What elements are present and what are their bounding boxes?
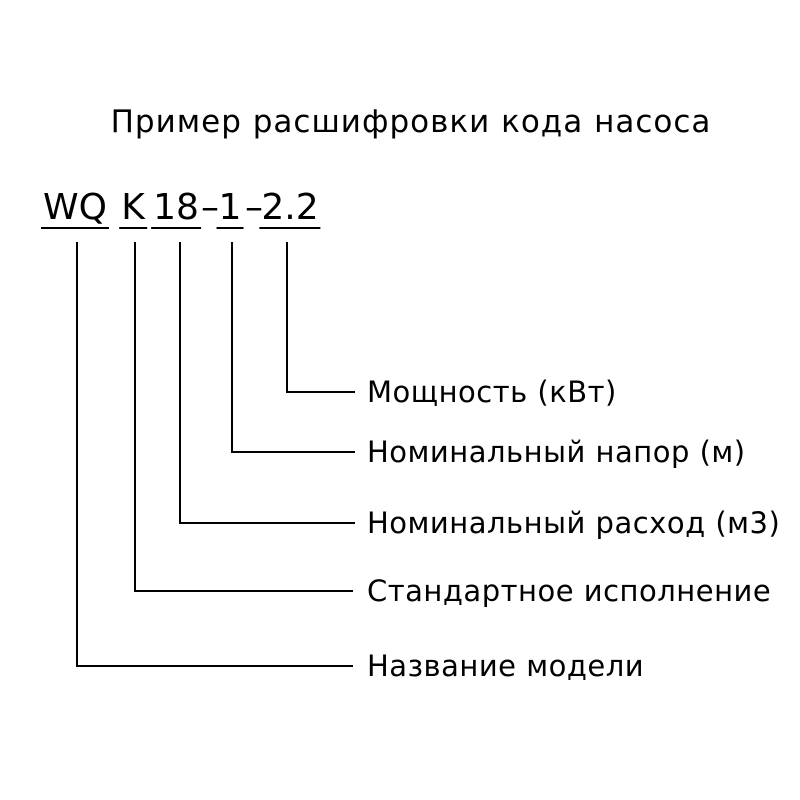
code-segment-power: 2.2	[259, 187, 321, 229]
code-segment-standard-version: K	[119, 187, 147, 229]
connector-model-name-line	[76, 242, 353, 667]
code-segment-model-name: WQ	[41, 187, 109, 229]
connector-nominal-flow-line	[179, 242, 355, 524]
code-segment-nominal-flow: 18	[151, 187, 201, 229]
legend-label-standard-version: Стандартное исполнение	[367, 574, 772, 608]
code-segment-nominal-head: 1	[216, 187, 244, 229]
legend-label-model-name: Название модели	[367, 649, 645, 683]
code-separator-dash: –	[245, 187, 263, 228]
legend-label-nominal-head: Номинальный напор (м)	[367, 435, 746, 469]
legend-label-power: Мощность (кВт)	[367, 375, 617, 409]
code-separator-dash: –	[201, 187, 219, 228]
legend-label-nominal-flow: Номинальный расход (м3)	[367, 506, 781, 540]
diagram-title: Пример расшифровки кода насоса	[110, 104, 712, 140]
connector-power-line	[286, 242, 355, 393]
connector-nominal-head-line	[231, 242, 355, 453]
connector-standard-version-line	[134, 242, 353, 592]
